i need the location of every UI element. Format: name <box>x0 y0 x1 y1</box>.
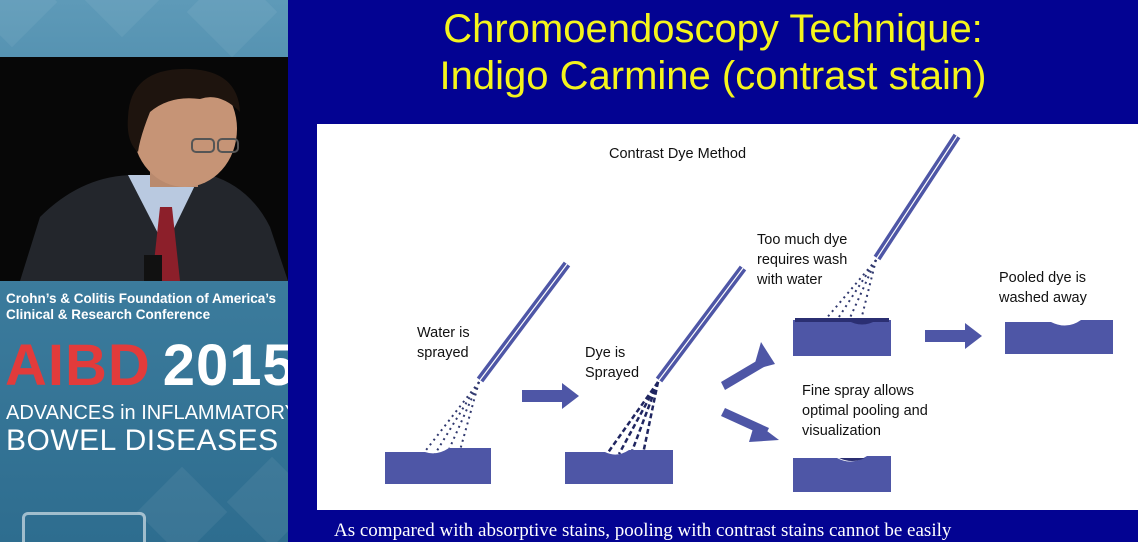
step4-label-line1: Pooled dye is <box>999 270 1087 286</box>
step4-label-line2: washed away <box>999 290 1087 306</box>
step5-label-line3: visualization <box>802 423 881 439</box>
water-spray <box>422 381 480 455</box>
diagram-heading: Contrast Dye Method <box>609 146 747 162</box>
arrow-down <box>721 408 779 442</box>
ibd-line: BOWEL DISEASES <box>6 424 279 457</box>
slide-caption: As compared with absorptive stains, pool… <box>334 520 952 541</box>
step5-label-line1: Fine spray allows <box>802 383 915 399</box>
presentation-icon <box>22 512 146 542</box>
arrow-3 <box>925 323 982 349</box>
endoscope-3 <box>873 133 961 261</box>
logo-aibd: AIBD <box>5 333 151 398</box>
slide-title-line2: Indigo Carmine (contrast stain) <box>439 54 987 98</box>
logo-year: 2015 <box>162 333 288 398</box>
conference-name-line1: Crohn’s & Colitis Foundation of America’… <box>6 291 277 306</box>
endoscope-1 <box>476 261 571 383</box>
tissue-3 <box>793 320 891 356</box>
step2-label-line2: Sprayed <box>585 365 640 381</box>
tissue-2 <box>565 450 673 484</box>
arrow-1 <box>522 383 579 409</box>
aibd-logo: AIBD 2015 <box>5 333 288 398</box>
step1-label-line2: sprayed <box>417 345 469 361</box>
conference-name-line2: Clinical & Research Conference <box>6 307 211 322</box>
step3-label-line1: Too much dye <box>757 232 848 248</box>
step5-label-line2: optimal pooling and <box>802 403 928 419</box>
slide-title-line1: Chromoendoscopy Technique: <box>443 7 983 51</box>
conference-name: Crohn’s & Colitis Foundation of America’… <box>6 291 286 323</box>
slide: Chromoendoscopy Technique: Indigo Carmin… <box>288 0 1138 542</box>
slide-title: Chromoendoscopy Technique: Indigo Carmin… <box>288 6 1138 100</box>
step3-label-line2: requires wash <box>757 252 848 268</box>
diagram: Contrast Dye Method Water is sprayed Dye… <box>317 124 1138 510</box>
tissue-4 <box>1005 320 1113 354</box>
dye-spray <box>605 381 660 455</box>
advances-line: ADVANCES in INFLAMMATORY <box>6 402 288 424</box>
tissue-1 <box>385 448 491 484</box>
tissue-5 <box>793 456 891 492</box>
step3-label-line3: with water <box>757 272 823 288</box>
endoscope-2 <box>655 265 747 383</box>
step1-label-line1: Water is <box>417 325 470 341</box>
step2-label-line1: Dye is <box>585 345 626 361</box>
arrow-up <box>721 342 775 390</box>
wash-spray <box>824 259 877 321</box>
conference-panel: Crohn’s & Colitis Foundation of America’… <box>0 0 288 542</box>
speaker-video <box>0 57 288 281</box>
